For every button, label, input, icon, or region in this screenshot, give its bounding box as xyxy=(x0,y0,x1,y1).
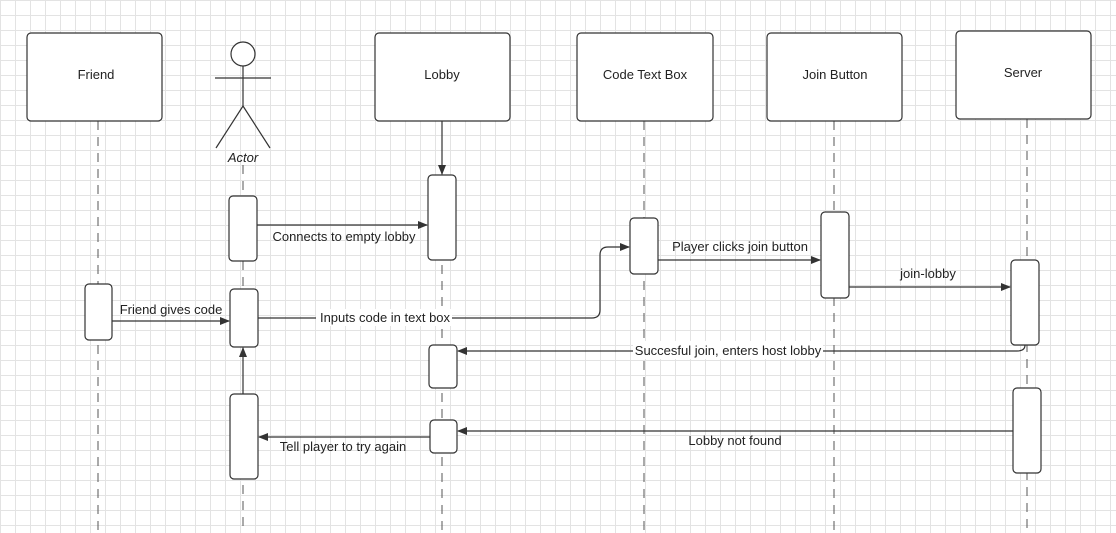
participant-server[interactable]: Server xyxy=(955,30,1092,120)
activation-lobby-1 xyxy=(427,174,457,261)
participant-lobby[interactable]: Lobby xyxy=(374,32,511,122)
activation-lobby-3 xyxy=(429,419,458,454)
message-m5: join-lobby xyxy=(899,266,956,281)
activation-codebox xyxy=(629,217,659,275)
message-m2: Friend gives code xyxy=(120,302,223,317)
participant-codebox[interactable]: Code Text Box xyxy=(576,32,714,122)
participant-label-codebox: Code Text Box xyxy=(603,67,688,82)
activation-actor-1 xyxy=(228,195,258,262)
arrow-m3 xyxy=(258,243,630,319)
message-m3: Inputs code in text box xyxy=(320,310,451,325)
participant-friend[interactable]: Friend xyxy=(26,32,163,122)
actor-icon xyxy=(230,41,256,67)
participant-label-actor: Actor xyxy=(227,150,259,165)
participant-label-friend: Friend xyxy=(78,67,115,82)
activation-friend xyxy=(84,283,113,341)
activation-server-2 xyxy=(1012,387,1042,474)
activation-lobby-2 xyxy=(428,344,458,389)
message-m6: Succesful join, enters host lobby xyxy=(635,343,822,358)
message-m8: Tell player to try again xyxy=(280,439,406,454)
arrow-m6 xyxy=(457,344,1026,355)
activation-server-1 xyxy=(1010,259,1040,346)
participant-label-server: Server xyxy=(1004,65,1043,80)
actor-figure xyxy=(215,66,271,149)
participant-label-joinbtn: Join Button xyxy=(802,67,867,82)
activation-actor-2 xyxy=(229,288,259,348)
message-m4: Player clicks join button xyxy=(672,239,808,254)
participant-actor[interactable]: Actor xyxy=(215,41,271,165)
activation-joinbtn xyxy=(820,211,850,299)
participant-joinbtn[interactable]: Join Button xyxy=(766,32,903,122)
participant-label-lobby: Lobby xyxy=(424,67,460,82)
message-m1: Connects to empty lobby xyxy=(272,229,416,244)
activation-actor-3 xyxy=(229,393,259,480)
message-m7: Lobby not found xyxy=(688,433,781,448)
